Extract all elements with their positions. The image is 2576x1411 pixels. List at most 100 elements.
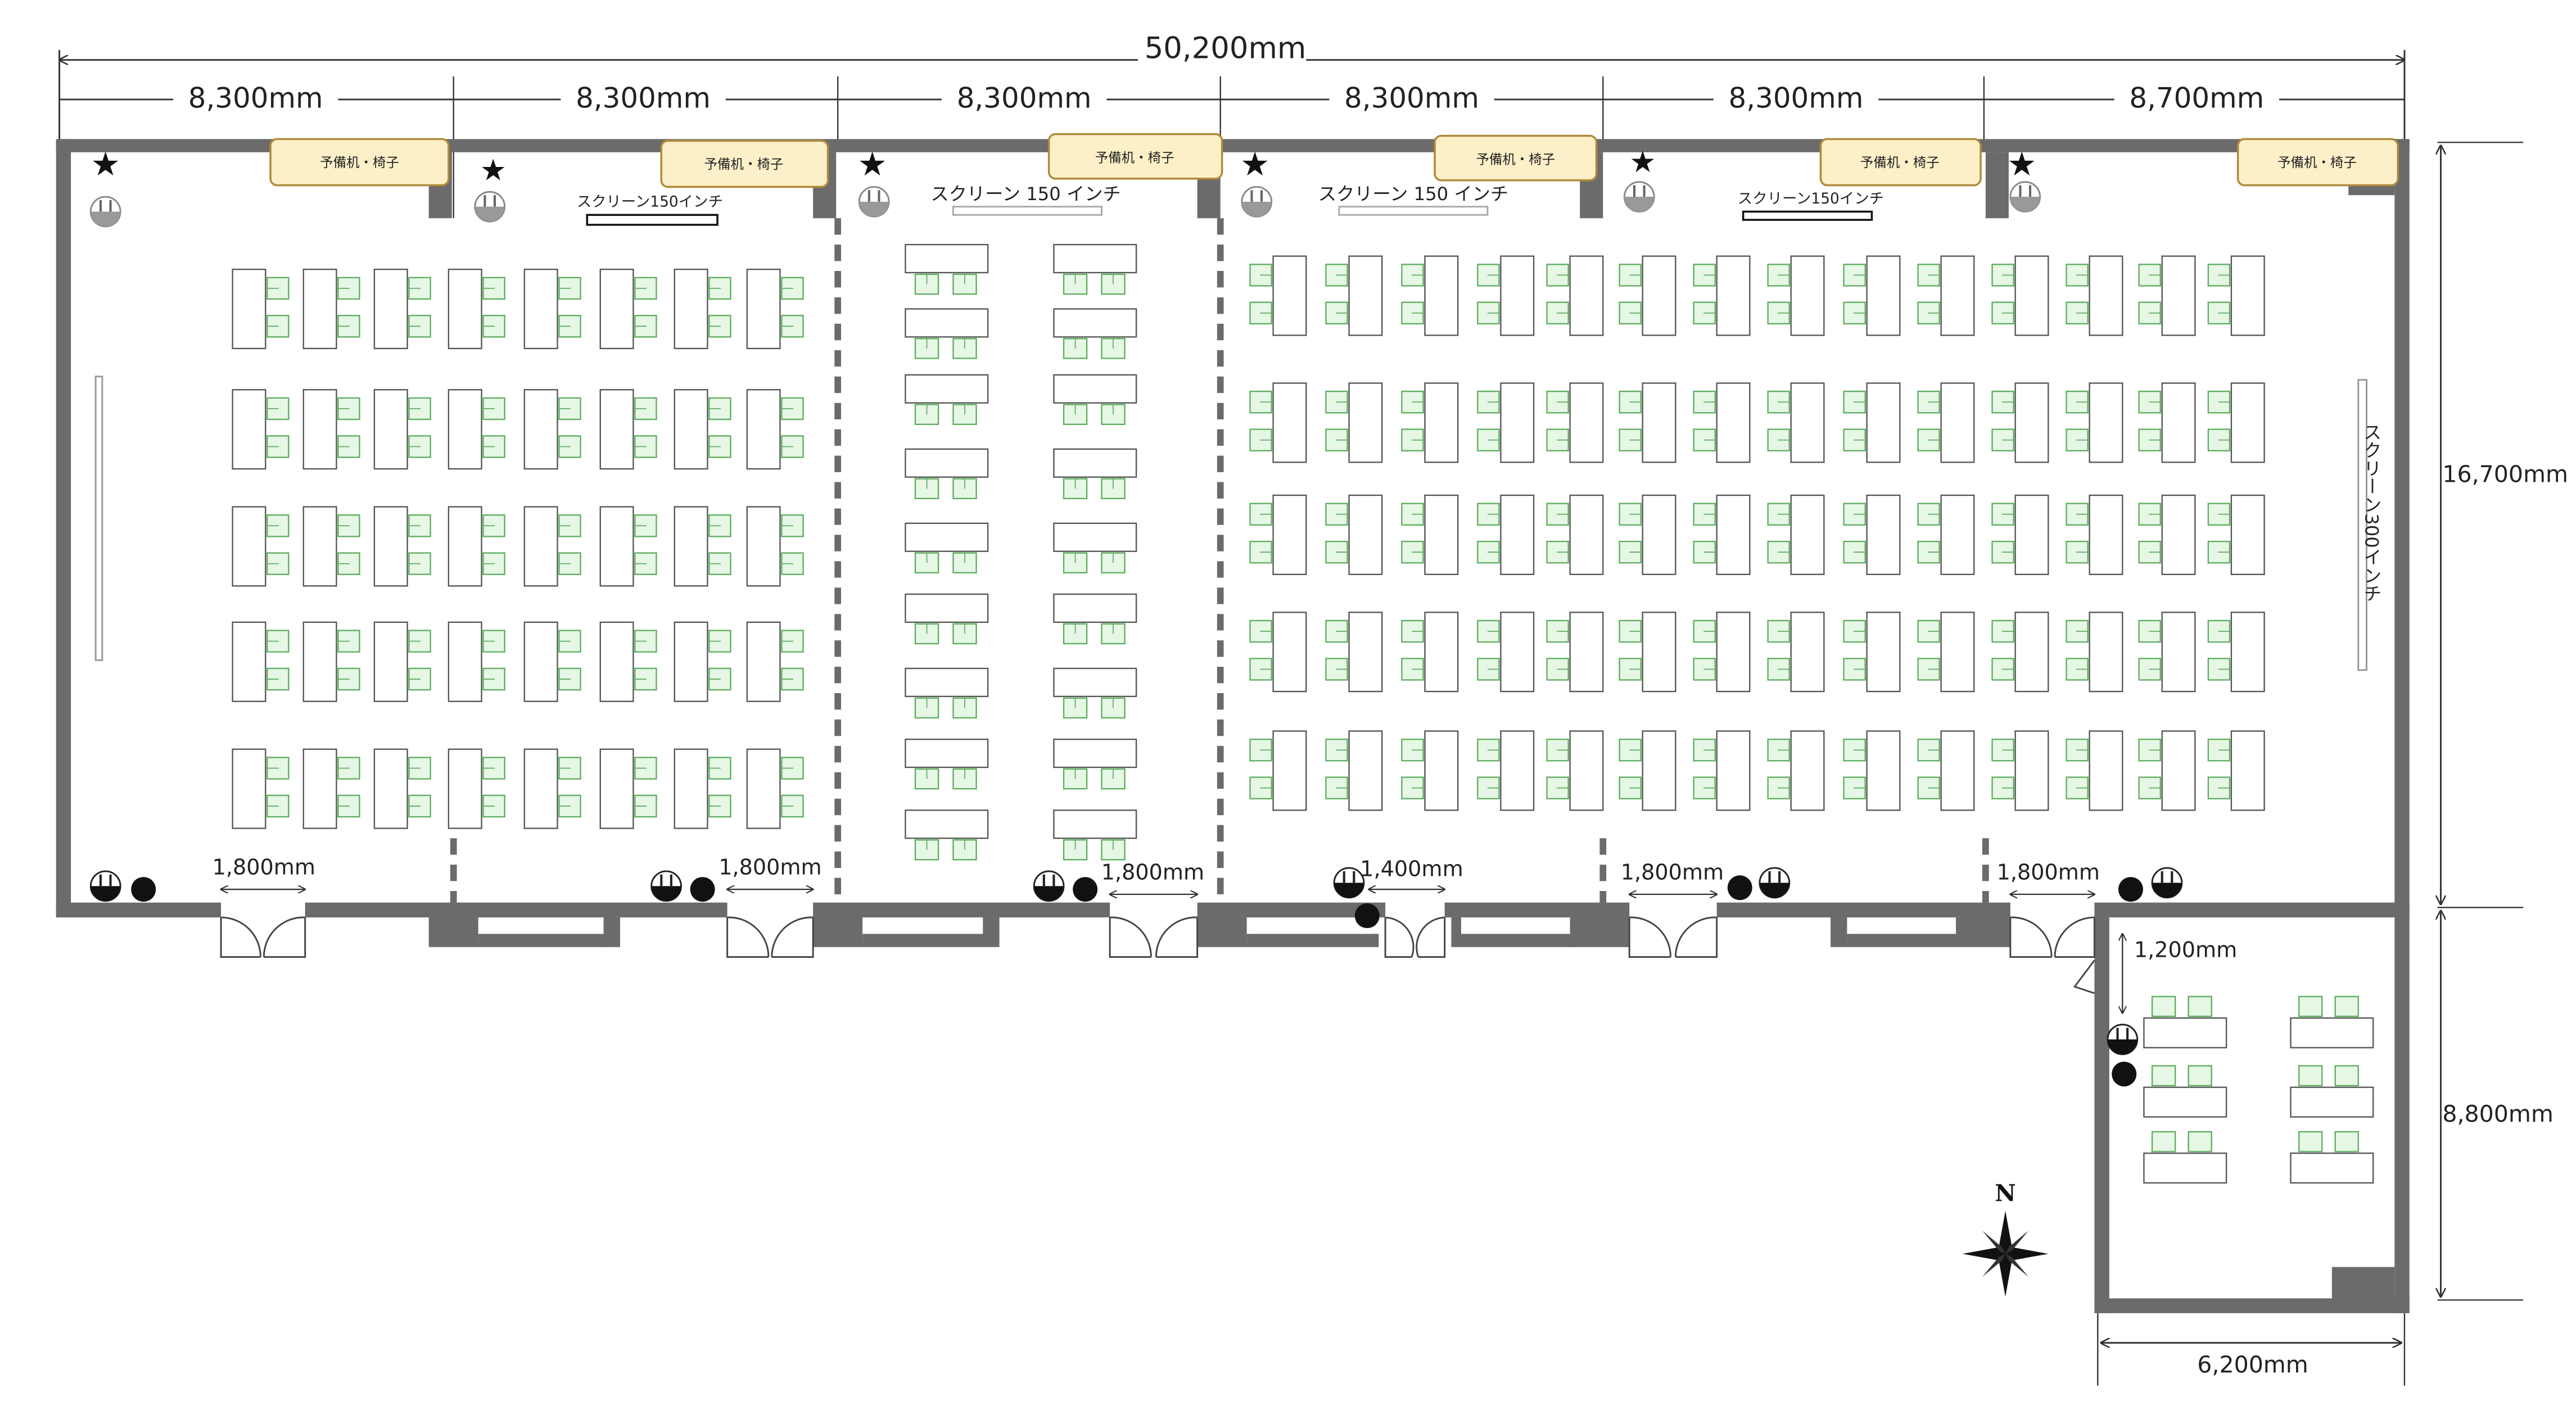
- desk-unit: [674, 506, 731, 587]
- desk-unit: [302, 389, 360, 470]
- desk-unit: [448, 506, 505, 587]
- desk-unit: [1767, 382, 1825, 463]
- desk-unit: [448, 621, 505, 702]
- outlet-icon: [91, 871, 120, 901]
- desk-unit: [2066, 730, 2123, 811]
- desk-unit: [599, 621, 657, 702]
- desk-pair: [905, 667, 989, 719]
- desk-unit: [302, 268, 360, 350]
- desk-unit: [1477, 494, 1535, 575]
- compass-north-label: N: [1995, 1179, 2016, 1206]
- desk-unit: [1619, 494, 1676, 575]
- desk-unit: [1693, 382, 1751, 463]
- desk-unit: [373, 389, 431, 470]
- desk-unit: [1249, 382, 1307, 463]
- outlet-icon: [1242, 187, 1272, 216]
- spare-box-1: 予備机・椅子: [269, 138, 450, 187]
- desk-unit: [1546, 382, 1604, 463]
- desk-unit: [1693, 730, 1751, 811]
- desk-unit: [523, 506, 581, 587]
- svg-text:予備机・椅子: 予備机・椅子: [1095, 150, 1174, 165]
- door-width-4: 1,400mm: [1360, 857, 1463, 881]
- room-width-2: 8,300mm: [576, 82, 711, 115]
- desk-unit: [746, 268, 804, 350]
- desk-pair: [1053, 667, 1137, 719]
- svg-text:予備机・椅子: 予備机・椅子: [2277, 155, 2357, 170]
- bottom-outlets: [91, 868, 2182, 1087]
- screens: スクリーン150インチ スクリーン 150 インチ スクリーン 150 インチ …: [94, 183, 2382, 671]
- partitions: [450, 218, 1989, 903]
- outlet-icon: [1760, 868, 1789, 898]
- desk-unit: [1325, 730, 1383, 811]
- desk-unit: [1843, 255, 1901, 336]
- door-width-6: 1,800mm: [1997, 860, 2100, 884]
- desk-unit: [1249, 255, 1307, 336]
- desk-unit: [1693, 612, 1751, 693]
- desk-unit: [2138, 612, 2196, 693]
- room-width-6: 8,700mm: [2129, 82, 2264, 115]
- desk-unit: [1325, 382, 1383, 463]
- outlet-icon: [652, 871, 681, 901]
- desk-pair: [2143, 996, 2227, 1048]
- desk-unit: [232, 748, 290, 829]
- door-width-3: 1,800mm: [1101, 860, 1204, 884]
- desk-unit: [1843, 382, 1901, 463]
- desk-pair: [905, 243, 989, 295]
- desk-unit: [1843, 612, 1901, 693]
- desk-unit: [2138, 494, 2196, 575]
- star-icon: ★: [857, 145, 887, 183]
- outlet-icon: [859, 187, 889, 216]
- desk-unit: [2138, 730, 2196, 811]
- desk-pair: [905, 308, 989, 359]
- desk-unit: [2138, 382, 2196, 463]
- desk-unit: [599, 389, 657, 470]
- screen-label-room4: スクリーン 150 インチ: [1318, 183, 1508, 205]
- desk-unit: [232, 621, 290, 702]
- desk-unit: [674, 268, 731, 350]
- desk-unit: [599, 748, 657, 829]
- star-icon: ★: [1629, 145, 1656, 179]
- desk-unit: [1325, 255, 1383, 336]
- height-annex-label: 8,800mm: [2442, 1101, 2553, 1128]
- desk-unit: [373, 621, 431, 702]
- desk-unit: [302, 621, 360, 702]
- desk-unit: [2207, 494, 2265, 575]
- outlet-icon: [475, 192, 505, 221]
- desk-unit: [448, 268, 505, 350]
- dot-icon: [131, 877, 156, 902]
- desk-unit: [1767, 255, 1825, 336]
- dot-icon: [1727, 875, 1752, 901]
- desk-unit: [1843, 730, 1901, 811]
- desk-unit: [373, 748, 431, 829]
- desk-unit: [232, 506, 290, 587]
- room-width-1: 8,300mm: [188, 82, 323, 115]
- desk-unit: [746, 748, 804, 829]
- screen-label-room3: スクリーン 150 インチ: [930, 183, 1120, 205]
- desk-unit: [1917, 730, 1975, 811]
- outlet-icon: [2152, 868, 2182, 898]
- desk-pair: [1053, 522, 1137, 574]
- compass-icon: N: [1962, 1179, 2049, 1297]
- desk-unit: [1477, 255, 1535, 336]
- desk-unit: [599, 268, 657, 350]
- outlet-icon: [1334, 868, 1364, 898]
- desk-unit: [1693, 255, 1751, 336]
- dot-icon: [1354, 903, 1380, 929]
- dot-icon: [2118, 877, 2143, 902]
- screen-label-room2: スクリーン150インチ: [577, 193, 723, 211]
- desk-unit: [1767, 730, 1825, 811]
- desk-unit: [1991, 730, 2049, 811]
- outlet-icon: [1624, 182, 1654, 212]
- star-icon: ★: [2007, 145, 2037, 183]
- desk-unit: [1917, 494, 1975, 575]
- desk-unit: [1619, 382, 1676, 463]
- desk-pair: [1053, 448, 1137, 500]
- desk-pair: [1053, 593, 1137, 645]
- desk-unit: [523, 621, 581, 702]
- desk-pair: [905, 522, 989, 574]
- desk-unit: [1991, 494, 2049, 575]
- desk-unit: [1477, 382, 1535, 463]
- outlet-icon: [2108, 1025, 2137, 1055]
- desk-unit: [2066, 255, 2123, 336]
- desk-unit: [1767, 494, 1825, 575]
